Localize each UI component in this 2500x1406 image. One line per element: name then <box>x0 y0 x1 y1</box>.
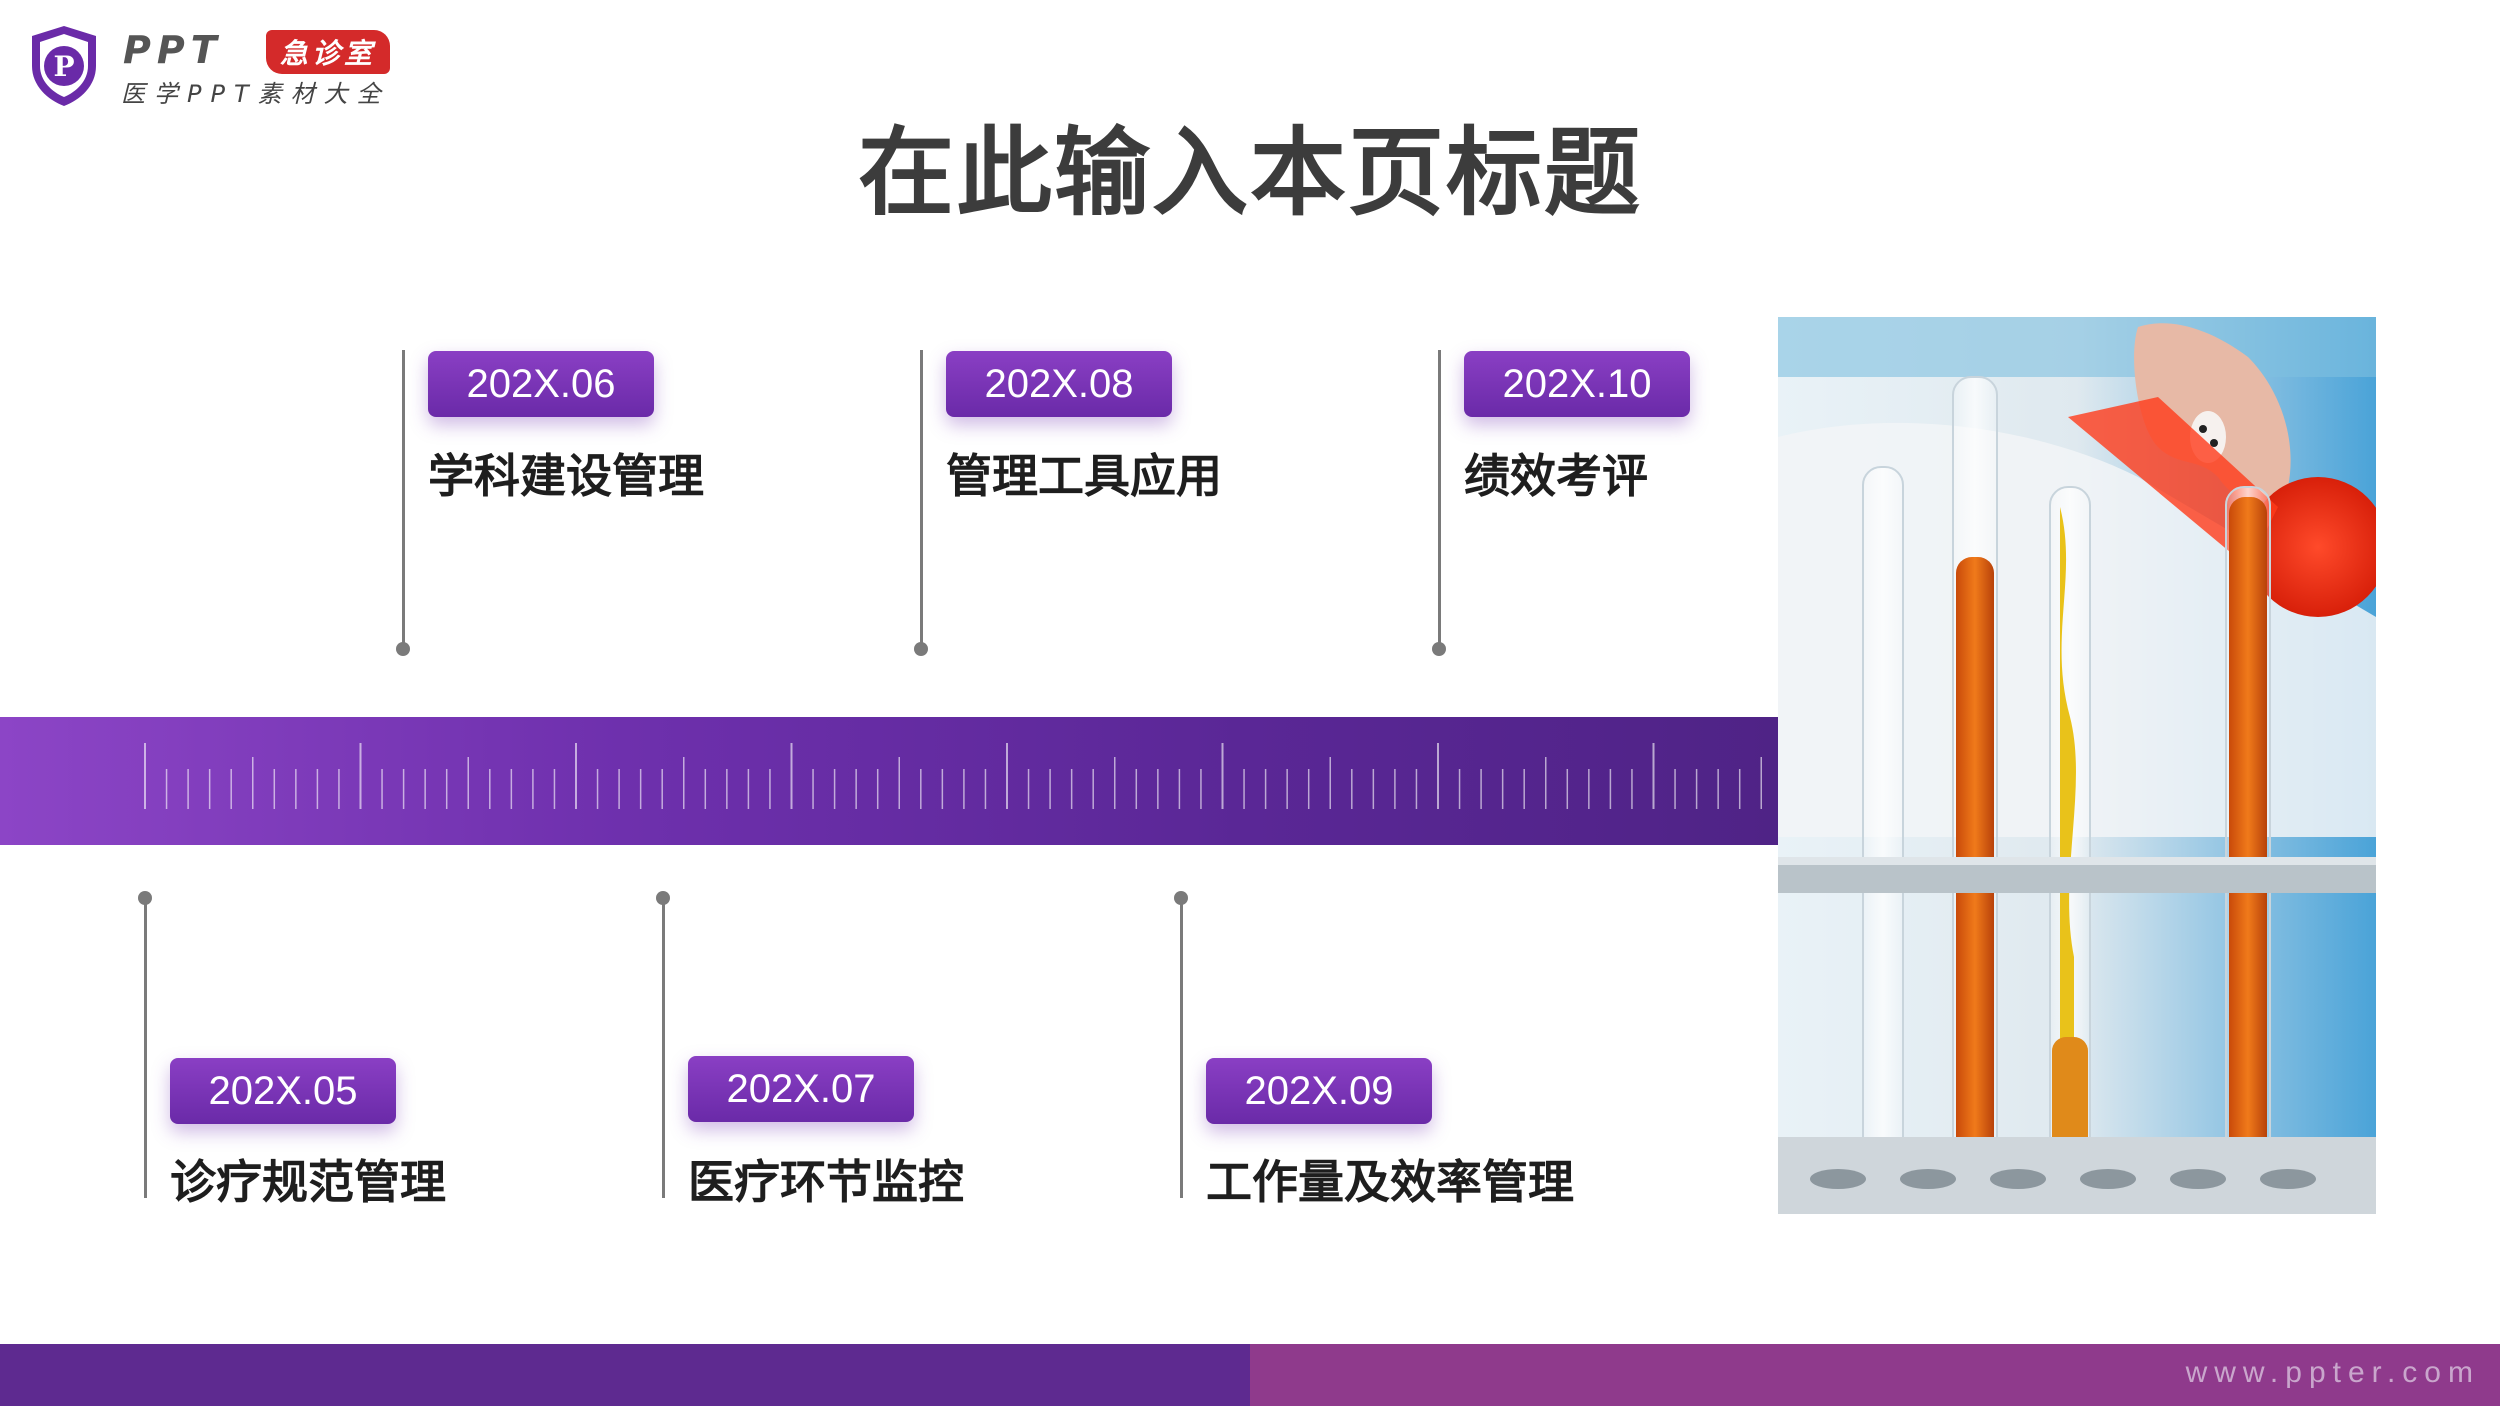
brand-subtitle: 医学PPT素材大全 <box>121 80 390 108</box>
milestone-title: 诊疗规范管理 <box>170 1155 446 1209</box>
milestone-line <box>920 350 923 648</box>
brand-badge: 急诊室 <box>266 30 391 74</box>
milestone-date-badge: 202X.10 <box>1464 351 1690 417</box>
milestone-date-badge: 202X.07 <box>688 1056 914 1122</box>
milestone-line <box>144 898 147 1198</box>
milestone-line <box>662 898 665 1198</box>
footer-url: www.ppter.com <box>2185 1356 2480 1389</box>
milestone-date-badge: 202X.08 <box>946 351 1172 417</box>
footer-bar-left <box>0 1344 1250 1406</box>
milestone-title: 管理工具应用 <box>946 449 1222 503</box>
logo-letter: P <box>53 50 74 83</box>
milestone-date-badge: 202X.09 <box>1206 1058 1432 1124</box>
milestone-title: 工作量及效率管理 <box>1206 1155 1574 1209</box>
milestone-line <box>1438 350 1441 648</box>
lab-test-tubes-photo <box>1778 317 2376 1214</box>
milestone-title: 医疗环节监控 <box>688 1155 964 1209</box>
ruler-ticks <box>144 743 1762 809</box>
milestone-line <box>402 350 405 648</box>
brand-name: PPT <box>123 28 223 72</box>
page-title: 在此输入本页标题 <box>858 117 1642 229</box>
milestone-date-badge: 202X.06 <box>428 351 654 417</box>
shield-logo-icon: P <box>32 26 96 106</box>
milestone-dot <box>914 642 928 656</box>
milestone-title: 学科建设管理 <box>428 449 704 503</box>
footer-bar-right <box>1250 1344 2500 1406</box>
milestone-title: 绩效考评 <box>1464 449 1648 503</box>
brand-logo: P PPT 急诊室 医学PPT素材大全 <box>28 22 398 114</box>
timeline-band <box>0 717 1778 845</box>
milestone-date-badge: 202X.05 <box>170 1058 396 1124</box>
milestone-line <box>1180 898 1183 1198</box>
milestone-dot <box>1432 642 1446 656</box>
milestone-dot <box>396 642 410 656</box>
